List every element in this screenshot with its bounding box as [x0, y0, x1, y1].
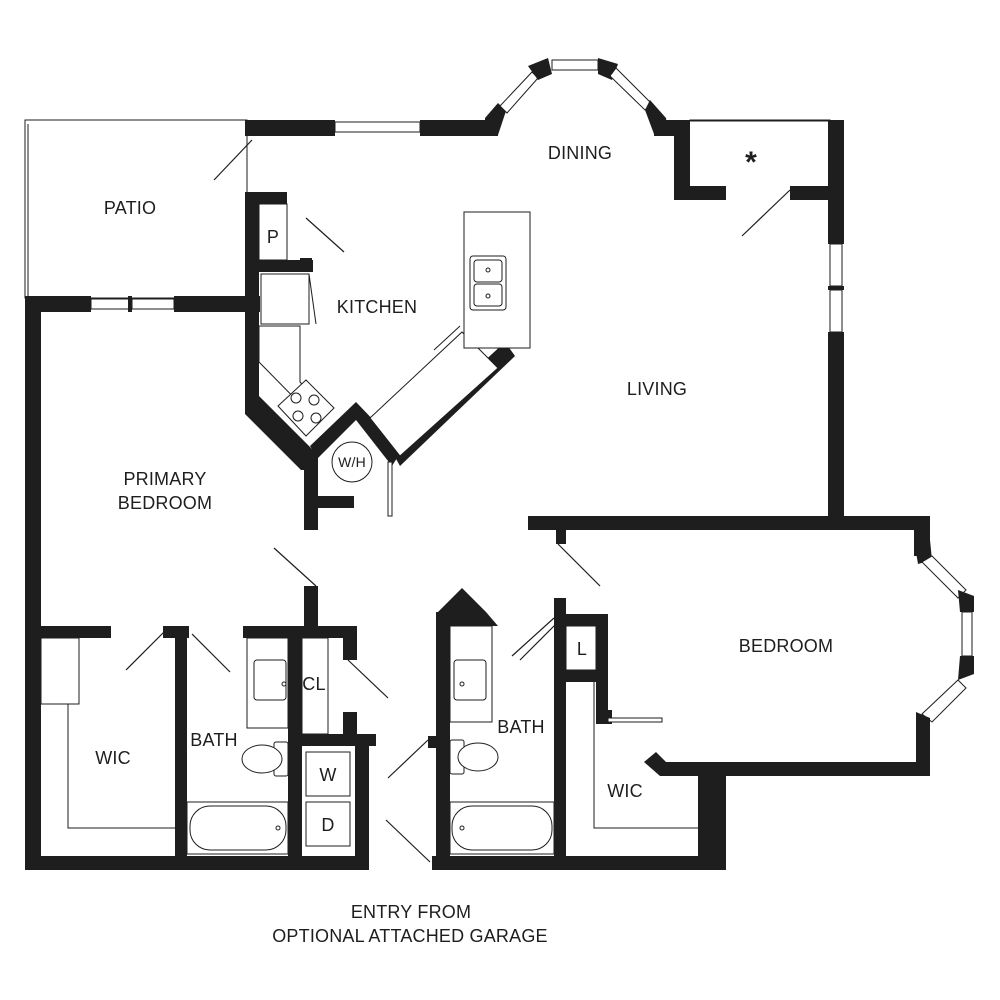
dining-label: DINING: [548, 143, 612, 163]
washer-label: W: [319, 765, 336, 785]
closet-label: CL: [302, 674, 325, 694]
second-wic-label: WIC: [607, 781, 643, 801]
second-wic-shelving: [593, 682, 698, 829]
kitchen-fixtures: [258, 203, 531, 457]
linen-label: L: [577, 639, 587, 659]
second-bath-label: BATH: [497, 717, 544, 737]
primary-bedroom-label-line2: BEDROOM: [118, 493, 212, 513]
entry-note: ENTRY FROM OPTIONAL ATTACHED GARAGE: [272, 902, 548, 946]
washer-icon: [305, 751, 351, 797]
dryer-label: D: [321, 815, 334, 835]
primary-bath-fixtures: [186, 637, 351, 855]
living-label: LIVING: [627, 379, 687, 399]
water-heater-label: W/H: [338, 454, 366, 470]
pantry-label: P: [267, 227, 279, 247]
bedroom-label: BEDROOM: [739, 636, 833, 656]
kitchen-label: KITCHEN: [337, 297, 417, 317]
primary-wic-shelving: [40, 637, 175, 829]
stove-icon: [277, 379, 335, 437]
patio-label: PATIO: [104, 198, 156, 218]
entry-note-line1: ENTRY FROM: [351, 902, 471, 922]
bathtub-icon: [449, 801, 555, 855]
entry-note-line2: OPTIONAL ATTACHED GARAGE: [272, 926, 548, 946]
walls: [25, 58, 974, 870]
toilet-icon: [449, 739, 499, 775]
bathtub-icon: [186, 801, 289, 855]
doors: [125, 139, 791, 863]
room-labels: DINING PATIO P KITCHEN LIVING W/H PRIMAR…: [95, 143, 833, 835]
primary-bath-label: BATH: [190, 730, 237, 750]
primary-bedroom-label-line1: PRIMARY: [123, 469, 206, 489]
water-heater-icon: [331, 441, 373, 483]
sink-icon: [469, 255, 507, 311]
asterisk-marker: *: [745, 146, 757, 179]
second-bath-fixtures: [449, 625, 555, 855]
dryer-icon: [305, 801, 351, 847]
primary-wic-label: WIC: [95, 748, 131, 768]
toilet-icon: [241, 741, 289, 777]
